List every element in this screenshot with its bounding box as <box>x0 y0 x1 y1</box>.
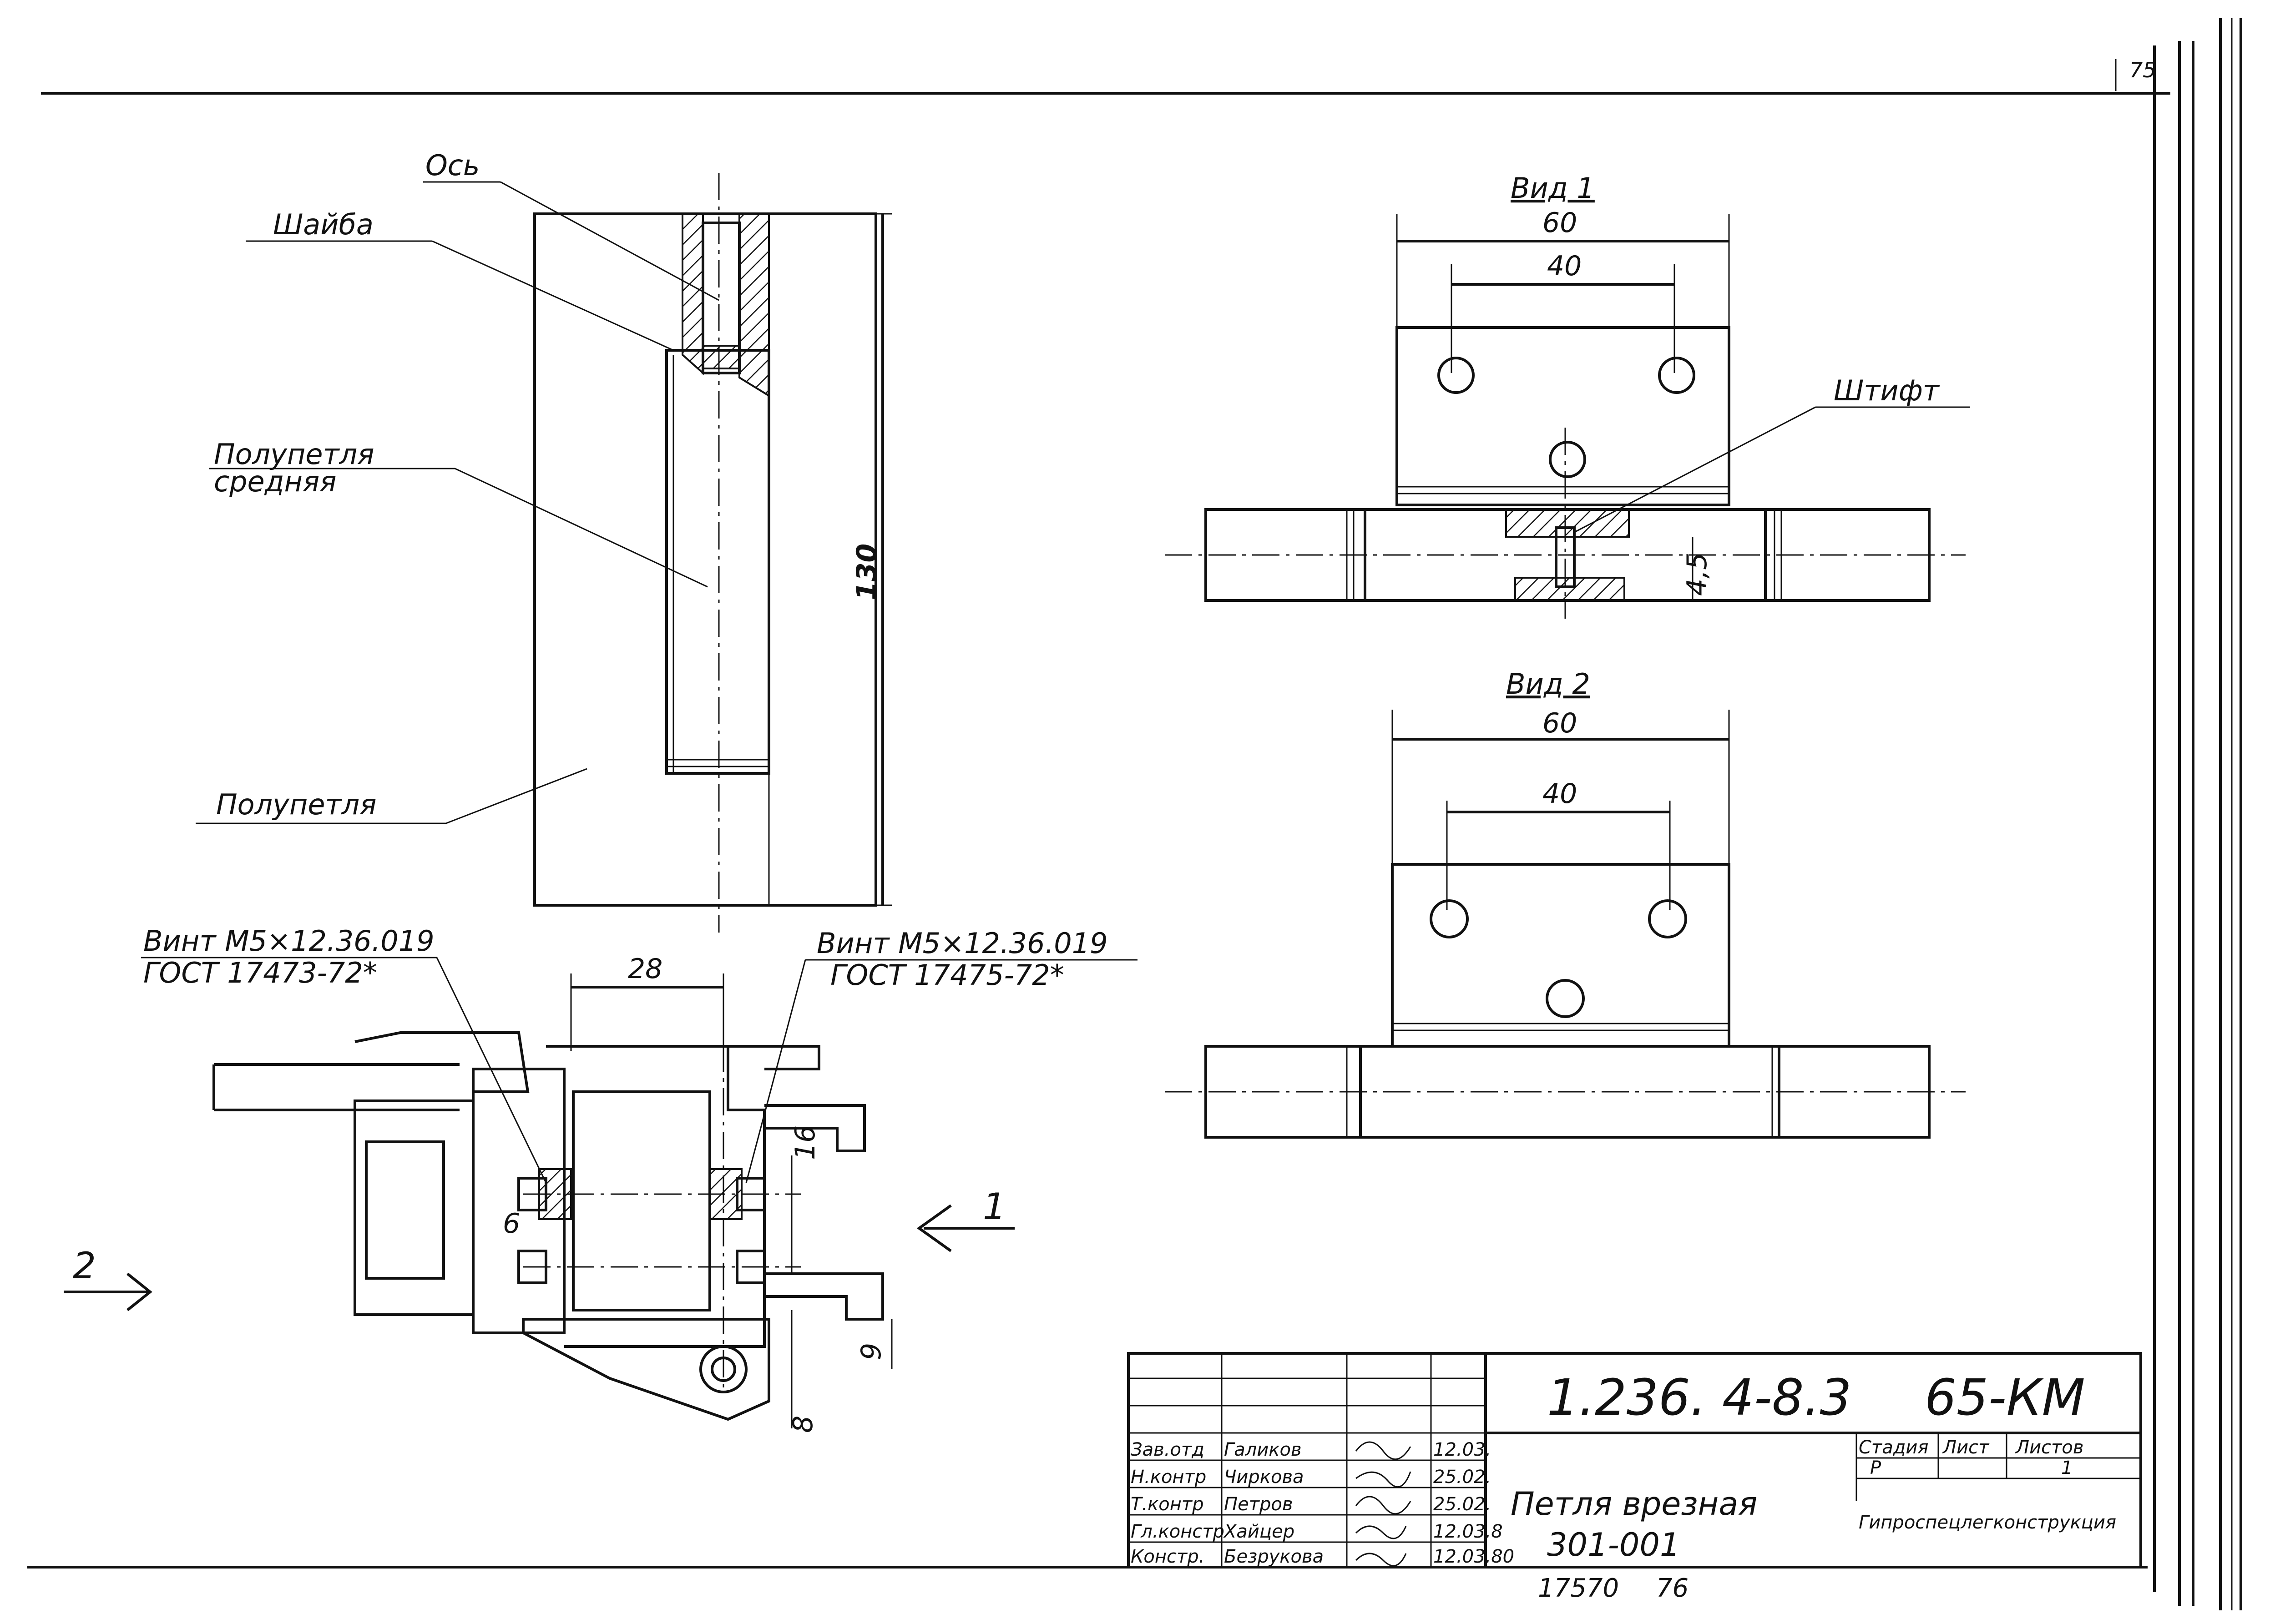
sheets-header: Листов <box>2015 1437 2083 1458</box>
label-half-hinge: Полупетля <box>216 788 377 821</box>
sheet-header: Лист <box>1942 1437 1990 1458</box>
label-pin: Штифт <box>1834 374 1940 407</box>
name-3: Петров <box>1224 1494 1293 1515</box>
label-axis: Ось <box>425 149 480 182</box>
view-arrow-1: 1 <box>983 1185 1006 1228</box>
role-4: Гл.констр <box>1131 1521 1224 1542</box>
dim-8: 8 <box>787 1416 819 1433</box>
name-4: Хайцер <box>1223 1521 1294 1542</box>
screw-right-line2: ГОСТ 17475-72* <box>830 958 1064 992</box>
stage-value: Р <box>1870 1458 1881 1478</box>
name-5: Безрукова <box>1224 1546 1324 1567</box>
date-1: 12.03. <box>1433 1439 1491 1460</box>
dim-16: 16 <box>789 1125 821 1160</box>
vertical-section: 130 Ось Шайба Полупетля средняя Полупетл… <box>196 149 892 933</box>
view2-dim-60: 60 <box>1542 707 1577 739</box>
view-arrow-2: 2 <box>73 1245 96 1287</box>
sheets-value: 1 <box>2061 1458 2073 1478</box>
drawing-title: Петля врезная <box>1511 1485 1757 1523</box>
view2-title: Вид 2 <box>1506 667 1590 701</box>
title-block: 1.236. 4-8.3 65-КМ Зав.отд Н.контр Т.кон… <box>1127 1352 2142 1603</box>
name-2: Чиркова <box>1224 1467 1304 1488</box>
label-middle-half-hinge-2: средняя <box>214 465 337 498</box>
view1-dim-60: 60 <box>1542 207 1577 239</box>
date-5: 12.03.80 <box>1433 1546 1514 1567</box>
view1-dim-4-5: 4,5 <box>1681 553 1713 596</box>
name-1: Галиков <box>1224 1439 1302 1460</box>
archive-suffix: 76 <box>1656 1574 1689 1603</box>
role-3: Т.контр <box>1131 1494 1204 1515</box>
date-2: 25.02. <box>1433 1467 1491 1488</box>
view-2: Вид 2 60 40 <box>1165 667 1966 1139</box>
organization: Гипроспецлегконструкция <box>1859 1512 2116 1533</box>
view1-title: Вид 1 <box>1511 171 1595 205</box>
view-1: Вид 1 60 40 4,5 Штифт <box>1165 171 1970 619</box>
role-5: Констр. <box>1131 1546 1204 1567</box>
drawing-code: 1.236. 4-8.3 <box>1547 1368 1851 1427</box>
archive-number: 17570 <box>1538 1574 1619 1603</box>
dim-28: 28 <box>628 953 662 985</box>
date-3: 25.02. <box>1433 1494 1491 1515</box>
profile-section: 28 6 16 9 8 Винт М5×12.36.019 ГОСТ 17473… <box>64 924 1138 1433</box>
dim-height: 130 <box>851 544 883 600</box>
sheet-code: 65-КМ <box>1925 1368 2085 1427</box>
drawing-number: 301-001 <box>1547 1526 1680 1563</box>
label-washer: Шайба <box>273 208 374 241</box>
role-2: Н.контр <box>1131 1467 1206 1488</box>
view2-dim-40: 40 <box>1542 778 1577 810</box>
date-4: 12.03.8 <box>1433 1521 1503 1542</box>
screw-left-line1: Винт М5×12.36.019 <box>143 924 435 958</box>
page-number: 75 <box>2129 58 2156 82</box>
dim-6: 6 <box>503 1208 520 1240</box>
signature-scribbles <box>1355 1441 1411 1567</box>
view1-dim-40: 40 <box>1547 250 1582 282</box>
label-middle-half-hinge: Полупетля <box>214 438 374 471</box>
sheet-frame: 75 <box>27 18 2242 1610</box>
stage-header: Стадия <box>1859 1437 1928 1458</box>
screw-right-line1: Винт М5×12.36.019 <box>817 927 1108 960</box>
screw-left-line2: ГОСТ 17473-72* <box>143 956 377 989</box>
dim-9: 9 <box>855 1343 887 1360</box>
role-1: Зав.отд <box>1131 1439 1204 1460</box>
